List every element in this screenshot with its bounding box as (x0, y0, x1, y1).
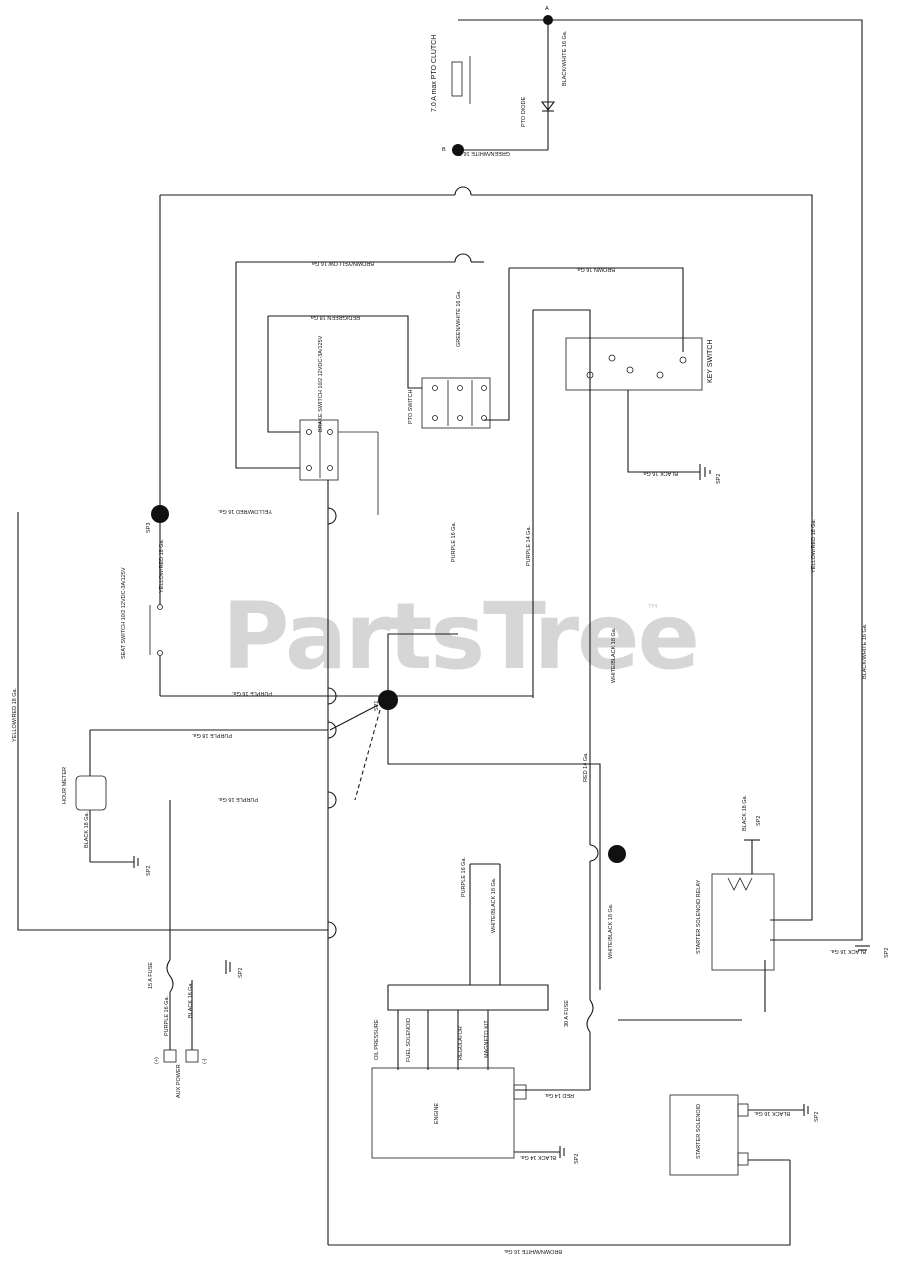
starter-solenoid-relay (711, 873, 775, 971)
wire-brown-label: BROWN 16 Ga. (575, 266, 615, 272)
wire-red-eng-label: RED 14 Ga. (544, 1092, 574, 1098)
magneto-kit-label: MAGNETO KIT (484, 1020, 490, 1058)
pto-clutch-section: A B 7.0 A max PTO CLUTCH PTO DIODE BLACK… (431, 6, 863, 941)
aux-power-label: AUX POWER (176, 1064, 182, 1098)
node-a (543, 15, 553, 25)
fuse-30a-label: 30 A FUSE (564, 1000, 570, 1027)
aux-minus-label: (-) (202, 1058, 208, 1064)
fuel-solenoid-label: FUEL SOLENOID (406, 1018, 412, 1062)
splice-sp1 (378, 690, 398, 710)
sp2-starter-label: SP2 (814, 1112, 820, 1122)
wire-yellow-red-top-label: YELLOW/RED 16 Ga. (217, 508, 272, 514)
sp2-aux-label: SP2 (238, 968, 244, 978)
hour-meter (75, 775, 107, 811)
pto-diode-label: PTO DIODE (521, 97, 527, 127)
wire-purple-hour-label: PURPLE 18 Ga. (191, 732, 232, 738)
starter-solenoid (669, 1094, 739, 1176)
brake-switch-label: BRAKE SWITCH 10/2 12VDC-3A/125V (318, 335, 324, 432)
splice-right (608, 845, 626, 863)
aux-plus-label: (+) (154, 1057, 160, 1064)
sp1-label: SP1 (374, 701, 380, 711)
watermark-tm: ™ (646, 602, 660, 618)
wire-red-14-label: RED 14 Ga. (583, 752, 589, 782)
wire-purple-seat-label: PURPLE 16 Ga. (231, 690, 272, 696)
sp3-label: SP3 (146, 523, 152, 533)
node-b-label: B (442, 147, 446, 153)
splice-sp3 (151, 505, 169, 523)
wire-red-green-label: RED/GREEN 18 Ga. (309, 314, 360, 320)
sp2-hour-label: SP2 (146, 866, 152, 876)
oil-pressure-label: OIL PRESSURE (374, 1019, 380, 1060)
key-switch-label: KEY SWITCH (707, 340, 714, 383)
wire-black-aux-label: BLACK 16 Ga. (188, 981, 194, 1018)
regulator-label: REGULATOR (458, 1026, 464, 1060)
hour-meter-label: HOUR METER (62, 767, 68, 804)
wire-green-white-top-label: GREEN/WHITE 16 Ga. (453, 150, 510, 156)
sp2-eng-label: SP2 (574, 1154, 580, 1164)
wire-yellow-red-left-label: YELLOW/RED 18 Ga. (12, 687, 18, 742)
wire-white-black-mid-label: WHITE/BLACK 18 Ga. (611, 627, 617, 683)
wire-black-white-top-label: BLACK/WHITE 16 Ga. (562, 30, 568, 86)
node-b (452, 144, 464, 156)
fuse-15a-label: 15 A FUSE (148, 962, 154, 989)
wire-purple-aux-label: PURPLE 16 Ga. (164, 995, 170, 1036)
pto-clutch-label: 7.0 A max PTO CLUTCH (431, 35, 438, 112)
brake-switch (299, 419, 339, 481)
wire-black-eng-label: BLACK 14 Ga. (519, 1154, 556, 1160)
wire-brown-yellow-label: BROWN/YELLOW 16 Ga. (310, 260, 374, 266)
engine-label: ENGINE (434, 1103, 440, 1124)
pto-switch-label: PTO SWITCH (408, 390, 414, 424)
main-wiring (17, 186, 870, 1246)
wire-purple-14-label: PURPLE 14 Ga. (526, 525, 532, 566)
seat-switch-label: SEAT SWITCH 10/2 12VDC-3A/125V (121, 567, 127, 659)
sp2-sol-label: SP2 (756, 816, 762, 826)
sp2-key-label: SP2 (716, 474, 722, 484)
wire-black-sol-label: BLACK 18 Ga. (742, 794, 748, 831)
wire-purple-eng-label: PURPLE 16 Ga. (461, 856, 467, 897)
sp2-right-label: SP2 (884, 948, 890, 958)
starter-solenoid-relay-label: STARTER SOLENOID RELAY (696, 879, 702, 954)
wire-black-white-right-label: BLACK/WHITE 16 Ga. (862, 623, 868, 679)
pto-diode-symbol (540, 101, 556, 111)
wire-purple-lower-label: PURPLE 16 Ga. (217, 796, 258, 802)
wire-yellow-red-right-label: YELLOW/RED 16 Ga. (811, 518, 817, 573)
wire-black-starter-label: BLACK 16 Ga. (753, 1110, 790, 1116)
wire-yellow-red-seat-label: YELLOW/RED 18 Ga. (159, 538, 165, 593)
starter-solenoid-label: STARTER SOLENOID (696, 1104, 702, 1159)
key-switch (565, 337, 703, 391)
watermark: PartsTree (222, 583, 698, 690)
aux-plus-terminal (163, 1049, 177, 1063)
node-a-label: A (545, 6, 549, 12)
labels: BROWN/YELLOW 16 Ga. BROWN 16 Ga. RED/GRE… (12, 260, 890, 1254)
wire-white-black-fuse-label: WHITE/BLACK 18 Ga. (608, 903, 614, 959)
wire-black-hour-label: BLACK 18 Ga. (84, 811, 90, 848)
pto-switch (421, 377, 491, 429)
engine-block (371, 1067, 515, 1159)
wire-white-black-eng-label: WHITE/BLACK 18 Ga. (491, 877, 497, 933)
aux-minus-terminal (185, 1049, 199, 1063)
wire-purple-mid-label: PURPLE 16 Ga. (451, 521, 457, 562)
wire-brown-white-bottom-label: BROWN/WHITE 16 Ga. (503, 1248, 562, 1254)
wire-black-16-right-label: BLACK 16 Ga. (829, 948, 866, 954)
pto-clutch-coil (451, 61, 463, 97)
wire-green-white-mid-label: GREEN/WHITE 16 Ga. (456, 290, 462, 347)
wire-black-key-label: BLACK 16 Ga. (641, 470, 678, 476)
